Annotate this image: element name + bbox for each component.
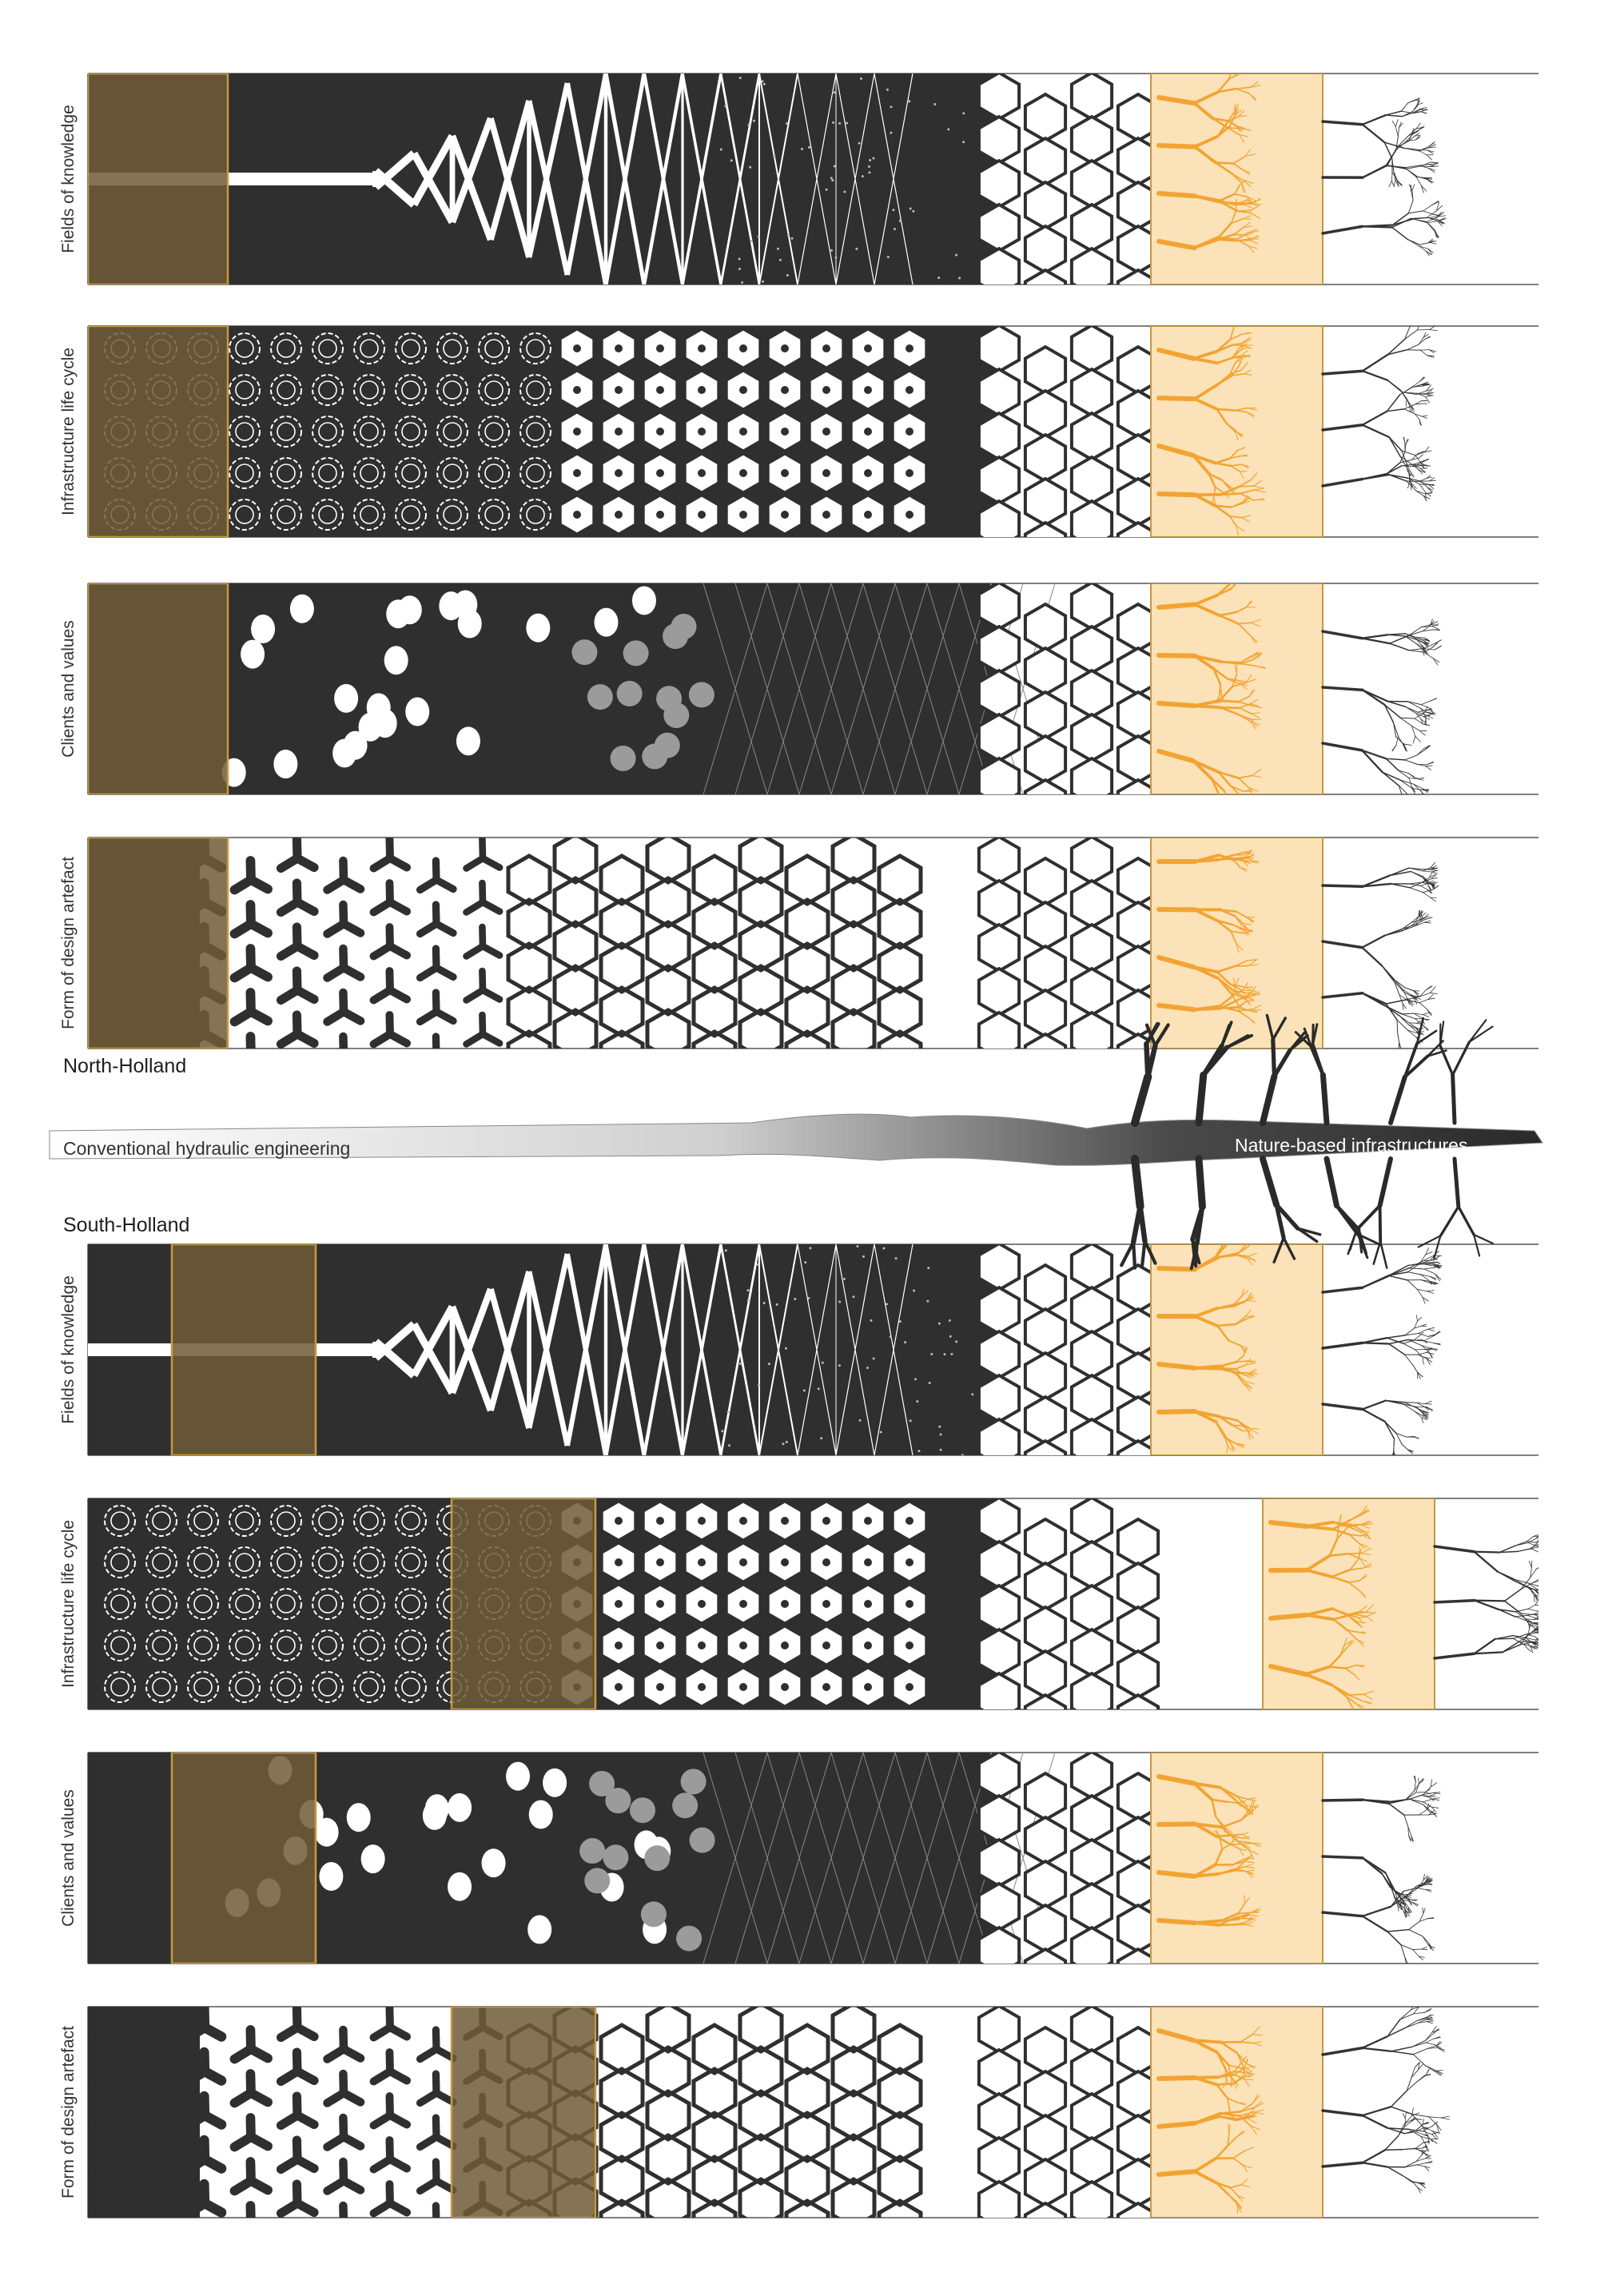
axis-label-nature-based: Nature-based infrastructures: [1235, 1135, 1468, 1156]
highlight-block: [450, 1498, 597, 1709]
highlight-block: [88, 583, 229, 794]
highlight-block: [170, 1753, 317, 1964]
row-label: Fields of knowledge: [59, 1275, 78, 1424]
highlight-block: [88, 326, 229, 537]
axis-label-conventional: Conventional hydraulic engineering: [63, 1138, 351, 1159]
row-label: Form of design artefact: [59, 857, 78, 1029]
highlight-block: [170, 1244, 317, 1455]
row-label: Fields of knowledge: [59, 105, 78, 253]
diagram-row-knowledge-south: Fields of knowledge: [59, 1243, 1538, 1456]
row-label: Infrastructure life cycle: [59, 348, 78, 515]
diagram-row-lifecycle-north: Infrastructure life cycle: [59, 325, 1538, 538]
row-label: Clients and values: [59, 620, 78, 758]
nature-band: [1262, 1498, 1435, 1709]
nature-band: [1150, 583, 1323, 794]
row-label: Clients and values: [59, 1789, 78, 1927]
nature-band: [1150, 1244, 1323, 1455]
diagram-row-clients-north: Clients and values: [59, 583, 1538, 795]
diagram-row-lifecycle-south: Infrastructure life cycle: [59, 1498, 1538, 1710]
highlight-block: [88, 74, 229, 285]
row-label: Form of design artefact: [59, 2026, 78, 2198]
region-label-north-holland: North-Holland: [63, 1055, 187, 1077]
region-label-south-holland: South-Holland: [63, 1214, 190, 1236]
diagram-row-form-south: Form of design artefact: [59, 2006, 1538, 2218]
highlight-block: [88, 838, 229, 1048]
axis-gradient-band: [49, 1013, 1543, 1271]
diagram-row-knowledge-north: Fields of knowledge: [59, 73, 1538, 285]
row-label: Infrastructure life cycle: [59, 1520, 78, 1688]
nature-band: [1150, 1753, 1323, 1964]
diagram-row-form-north: Form of design artefact: [59, 837, 1538, 1049]
highlight-block: [450, 2007, 597, 2218]
diagram-row-clients-south: Clients and values: [59, 1752, 1538, 1964]
